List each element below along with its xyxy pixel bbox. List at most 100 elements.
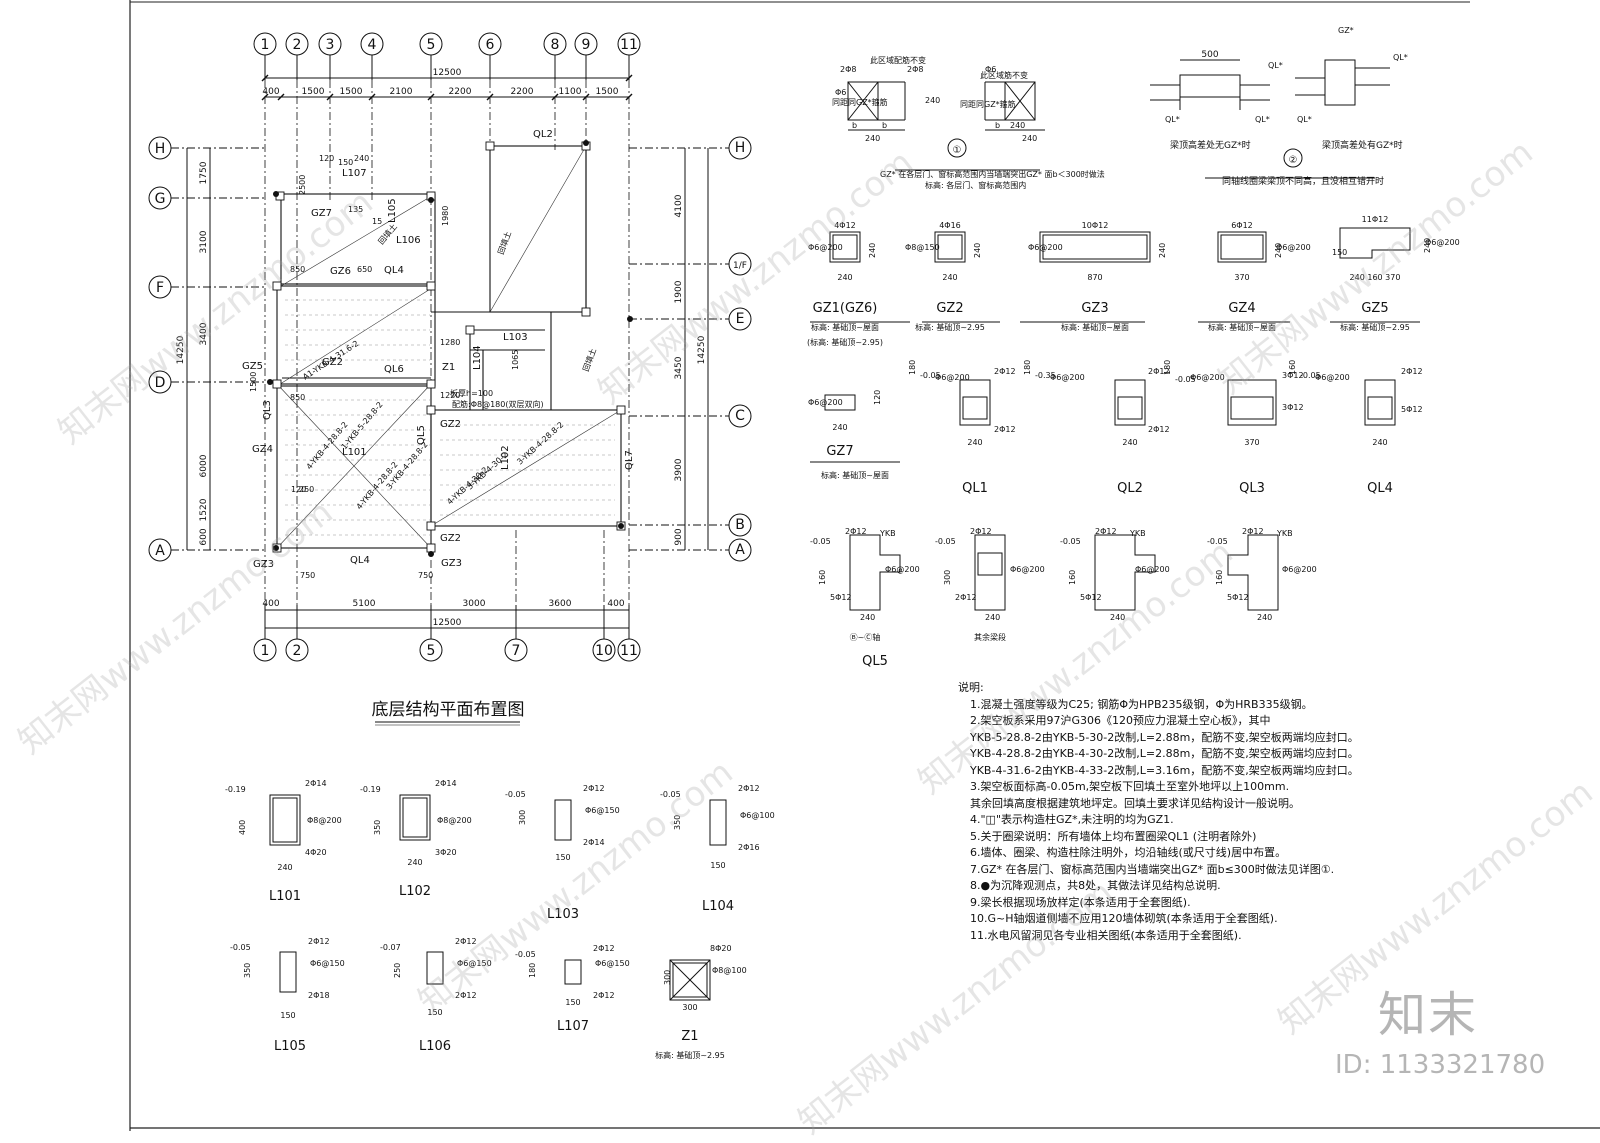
ringbeam-sub: Ⓑ~Ⓒ轴 — [850, 632, 881, 642]
beam-label: QL4 — [384, 265, 404, 276]
beam-label: QL6 — [384, 364, 404, 375]
column-height: 240 — [973, 243, 982, 258]
ringbeam-w: 240 — [860, 613, 875, 622]
detail1-rebar: 2Φ8 — [907, 65, 923, 74]
beam-elev: -0.05 — [230, 943, 251, 952]
plan-annotation: 240 — [354, 154, 369, 163]
column-width: 370 — [1234, 273, 1249, 282]
ringbeam-elev: -0.05 — [1175, 375, 1196, 384]
axis-bubble-8-top — [543, 32, 567, 80]
axis-label-top: 3 — [326, 37, 335, 53]
axis-label-right: E — [736, 311, 745, 327]
column-label: GZ2 — [440, 533, 461, 544]
beam-label: L102 — [500, 445, 511, 470]
ringbeam-top: 2Φ12 — [970, 527, 992, 536]
ringbeam-extra: YKB — [1276, 529, 1293, 538]
column-rebar: 10Φ12 — [1082, 221, 1109, 230]
slab-label: A1-YKB-4-31.6-2 — [301, 339, 360, 382]
ringbeam-elev: -0.05 — [920, 371, 941, 380]
plan-annotation: 850 — [290, 265, 305, 274]
dim-top: 2100 — [390, 87, 413, 97]
axis-label-right: A — [735, 542, 745, 558]
note-line: 5.关于圈梁说明：所有墙体上均布置圈梁QL1 (注明者除外) — [970, 829, 1257, 843]
axis-label-top: 5 — [427, 37, 436, 53]
note-line: 8.●为沉降观测点，共8处，其做法详见结构总说明. — [970, 879, 1221, 892]
dim-bottom-total: 12500 — [433, 618, 462, 628]
axis-label-top: 11 — [620, 37, 638, 53]
column-note: 标高: 基础顶~屋面 — [1061, 322, 1129, 332]
beam-label: QL5 — [416, 425, 427, 445]
axis-label-top: 8 — [551, 37, 560, 53]
ringbeam-w: 240 — [1110, 613, 1125, 622]
detail2-label: QL* — [1393, 53, 1408, 62]
column-stirrup: Φ8@150 — [905, 243, 940, 252]
column-name: GZ4 — [1228, 301, 1255, 316]
axis-label-left: H — [155, 141, 166, 157]
dim-bottom: 5100 — [353, 599, 376, 609]
beam-bot: 2Φ18 — [308, 991, 330, 1000]
beam-stirrup: Φ6@150 — [585, 806, 620, 815]
axis-bubble-3-top — [318, 32, 342, 80]
column-label: GZ7 — [311, 208, 332, 219]
beam-label: L101 — [342, 447, 367, 458]
column-label: GZ3 — [441, 558, 462, 569]
axis-label-left: G — [155, 191, 166, 207]
axis-label-bottom: 5 — [427, 643, 436, 659]
dim-bottom: 3600 — [549, 599, 572, 609]
beam-label: Z1 — [442, 362, 455, 373]
plan-annotation: 850 — [290, 393, 305, 402]
beam-w: 150 — [710, 861, 725, 870]
beam-h: 300 — [518, 810, 527, 825]
detail2-label: GZ* — [1338, 26, 1354, 35]
plan-annotation: 250 — [299, 485, 314, 494]
detail2-note: 同轴线圈梁梁顶不同高，且没相互错开时 — [1222, 175, 1384, 187]
detail1-note: 标高: 各层门、窗标高范围内 — [925, 180, 1026, 190]
beam-name: L107 — [557, 1019, 589, 1034]
beam-top: 2Φ14 — [435, 779, 457, 788]
beam-label: QL2 — [533, 129, 553, 140]
ringbeam-name: QL5 — [862, 654, 888, 669]
ringbeam-h: 180 — [1023, 360, 1032, 375]
ringbeam-h: 180 — [908, 360, 917, 375]
beam-name: L102 — [399, 884, 431, 899]
beam-label: QL7 — [624, 450, 635, 470]
beam-elev: -0.05 — [660, 790, 681, 799]
ringbeam-stirrup: Φ6@200 — [1135, 565, 1170, 574]
beam-bot: 2Φ12 — [593, 991, 615, 1000]
column-name: GZ7 — [826, 444, 853, 459]
plan-annotation: 750 — [418, 571, 433, 580]
beam-stirrup: Φ6@150 — [310, 959, 345, 968]
column-name: GZ1(GZ6) — [813, 301, 878, 316]
ringbeam-name: QL3 — [1239, 481, 1265, 496]
beam-w: 150 — [555, 853, 570, 862]
ringbeam-stirrup: Φ6@200 — [1282, 565, 1317, 574]
plan-annotation: 135 — [348, 205, 363, 214]
ringbeam-w: 240 — [967, 438, 982, 447]
axis-label-bottom: 7 — [512, 643, 521, 659]
column-note: (标高: 基础顶~2.95) — [807, 337, 883, 347]
axis-label-right: B — [735, 517, 745, 533]
beam-h: 350 — [243, 963, 252, 978]
axis-label-left: A — [155, 543, 165, 559]
plan-annotation: 配筋:Φ8@180(双层双向) — [452, 399, 544, 409]
image-id: ID: 1133321780 — [1335, 1050, 1546, 1080]
column-width: 240 — [942, 273, 957, 282]
axis-bubble-1-top — [253, 32, 277, 80]
beam-w: 150 — [280, 1011, 295, 1020]
beam-top: 2Φ12 — [593, 944, 615, 953]
ringbeam-extra: YKB — [879, 529, 896, 538]
axis-label-top: 6 — [486, 37, 495, 53]
column-width: 240 — [832, 423, 847, 432]
column-name: GZ3 — [1081, 301, 1108, 316]
detail2-caption: 梁顶高差处有GZ*时 — [1322, 139, 1403, 151]
beam-w: 300 — [682, 1003, 697, 1012]
axis-bubble-4-top — [360, 32, 384, 80]
detail1-dim: 240 — [925, 96, 940, 105]
detail1-num: ① — [953, 145, 962, 156]
beam-stirrup: Φ6@100 — [740, 811, 775, 820]
dim-bottom: 3000 — [463, 599, 486, 609]
ringbeam-h: 160 — [1068, 570, 1077, 585]
column-stirrup: Φ6@200 — [1028, 243, 1063, 252]
beam-note: 标高: 基础顶~2.95 — [655, 1050, 725, 1060]
axis-bubble-1-bottom — [253, 605, 277, 662]
